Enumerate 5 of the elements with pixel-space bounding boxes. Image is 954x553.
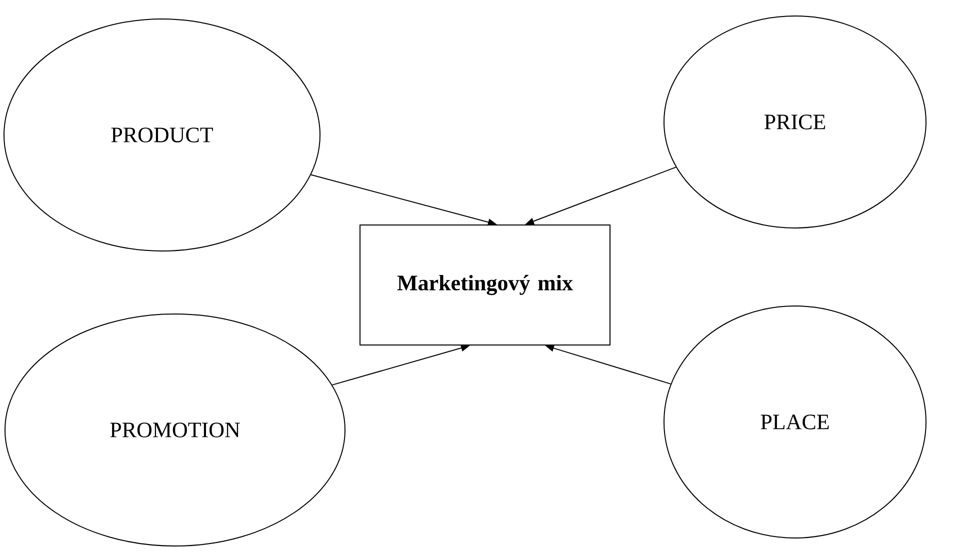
process-box: Marketingový mix (360, 224, 610, 346)
ellipse-node: PROMOTION (4, 313, 346, 546)
ellipse-node: PLACE (664, 306, 926, 538)
ellipse-node: PRODUCT (4, 18, 320, 252)
ellipse-node: PRICE (664, 16, 926, 228)
